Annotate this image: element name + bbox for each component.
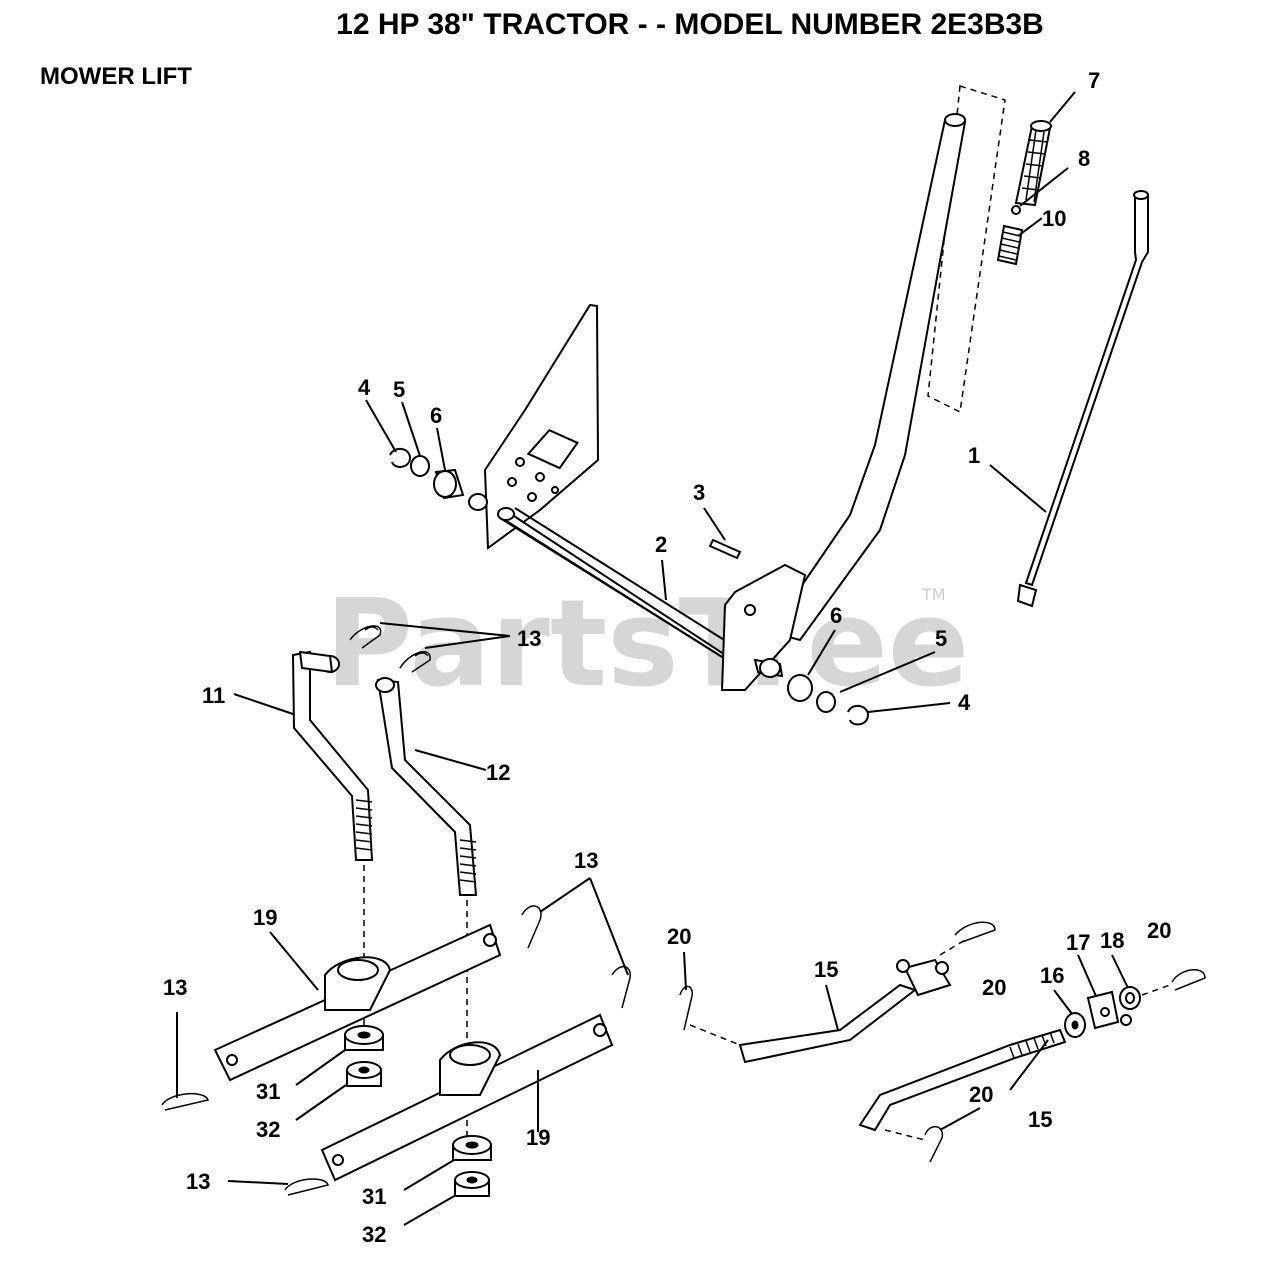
hairpin-clip-upper-2 [399, 650, 431, 673]
callout-3: 3 [693, 480, 705, 505]
lift-arm-upper [213, 923, 502, 1082]
callout-4: 4 [358, 375, 371, 400]
right-bushing-group [759, 658, 870, 726]
callout-labels: 1 2 3 4 4 5 5 6 6 7 8 10 11 12 13 13 13 … [163, 68, 1171, 1247]
callout-8: 8 [1078, 146, 1090, 171]
cross-shaft [497, 507, 749, 669]
swivel-block [896, 958, 952, 997]
hairpin-clip-upper-1 [349, 625, 382, 649]
callout-10: 10 [1042, 206, 1066, 231]
handle-button [1011, 205, 1021, 215]
washer-18 [1119, 986, 1141, 1010]
callout-13: 13 [574, 848, 598, 873]
nut-pair-right [452, 1135, 492, 1197]
hairpin-clip-lower-1 [521, 905, 542, 949]
lift-arm-lower [320, 1013, 614, 1182]
block-17 [1086, 990, 1132, 1030]
lift-handle [768, 113, 967, 642]
callout-7: 7 [1088, 68, 1100, 93]
leader-lines [176, 91, 1129, 1226]
lift-link-left [291, 650, 374, 861]
callout-1: 1 [968, 443, 980, 468]
callout-20: 20 [667, 924, 691, 949]
rod-upper [738, 983, 918, 1064]
callout-11: 11 [202, 683, 225, 708]
handle-grip [1014, 120, 1052, 207]
hairpin-clip-20-top [954, 921, 996, 943]
mounting-plate [483, 303, 600, 550]
callout-15: 15 [814, 957, 838, 982]
hairpin-clip-20-right [1171, 969, 1206, 991]
callout-5: 5 [935, 626, 947, 651]
hairpin-clip-lower-3 [161, 1093, 209, 1111]
callout-2: 2 [655, 532, 667, 557]
callout-31: 31 [256, 1079, 280, 1104]
dashed-guide-20-top [939, 939, 966, 956]
dashed-guide-20-left [689, 1024, 741, 1046]
callout-13: 13 [186, 1169, 210, 1194]
pin [708, 538, 742, 560]
callout-19: 19 [253, 905, 277, 930]
callout-20: 20 [1147, 918, 1171, 943]
callout-13: 13 [163, 975, 187, 1000]
diagram-title: 12 HP 38" TRACTOR - - MODEL NUMBER 2E3B3… [336, 8, 1044, 41]
lift-link-right [375, 677, 478, 896]
callout-15: 15 [1028, 1107, 1052, 1132]
section-title: MOWER LIFT [40, 63, 192, 90]
hairpin-clip-20-left [679, 985, 693, 1031]
callout-6: 6 [830, 603, 842, 628]
nut-16 [1064, 1012, 1086, 1038]
callout-12: 12 [486, 760, 510, 785]
watermark-text: PartsTree [325, 575, 969, 714]
callout-16: 16 [1040, 963, 1064, 988]
rod-lower [858, 1028, 1067, 1132]
callout-6: 6 [430, 403, 442, 428]
watermark-trademark: TM [921, 585, 946, 604]
callout-32: 32 [256, 1117, 280, 1142]
callout-19: 19 [526, 1125, 550, 1150]
left-bushing-group [389, 447, 488, 511]
callout-18: 18 [1100, 928, 1124, 953]
callout-20: 20 [982, 975, 1006, 1000]
lift-rod [1016, 190, 1149, 608]
dashed-guide-20-lower [884, 1129, 926, 1141]
callout-4: 4 [958, 690, 971, 715]
callout-17: 17 [1066, 930, 1090, 955]
handle-spring [996, 224, 1024, 266]
callout-13: 13 [517, 626, 541, 651]
nut-pair-left [344, 1025, 384, 1087]
callout-5: 5 [393, 377, 405, 402]
hairpin-clip-20-lower [924, 1126, 944, 1163]
hairpin-clip-lower-4 [284, 1178, 329, 1196]
dashed-guide-20-right [1141, 984, 1171, 996]
callout-20: 20 [969, 1082, 993, 1107]
callout-31: 31 [362, 1184, 386, 1209]
callout-32: 32 [362, 1222, 386, 1247]
